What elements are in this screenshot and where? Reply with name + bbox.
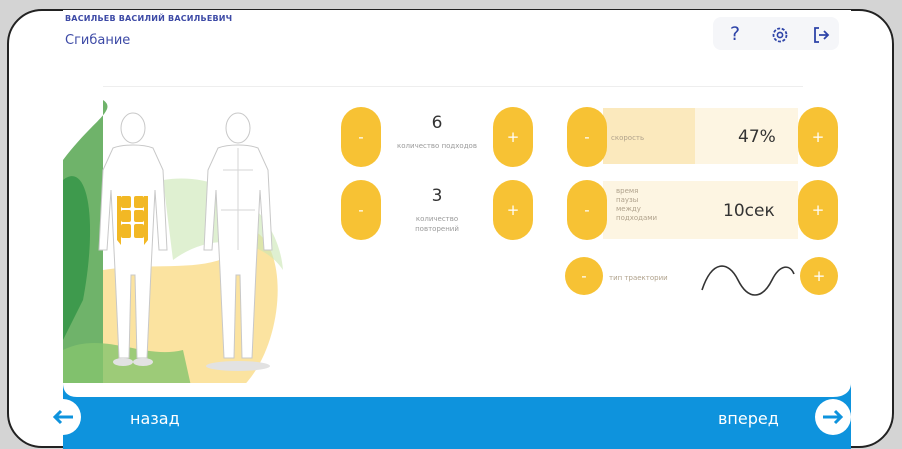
back-button[interactable]: назад	[130, 409, 180, 428]
settings-button[interactable]	[768, 23, 792, 47]
sets-plus-button[interactable]: +	[493, 107, 533, 167]
pause-minus-button[interactable]: -	[567, 180, 607, 240]
reps-value: 3	[431, 186, 443, 206]
reps-plus-button[interactable]: +	[493, 180, 533, 240]
bottom-nav-bar: назад вперед	[45, 383, 851, 449]
sine-wave-icon	[701, 265, 795, 296]
forward-button[interactable]: вперед	[718, 409, 779, 428]
speed-label: скорость	[611, 134, 645, 142]
gear-icon	[772, 27, 788, 43]
app-screen: ВАСИЛЬЕВ ВАСИЛИЙ ВАСИЛЬЕВИЧ Сгибание ?	[63, 10, 851, 449]
pause-label: время паузы между подходами	[616, 187, 658, 222]
speed-level-fill	[603, 108, 695, 164]
pause-value: 10сек	[723, 201, 775, 221]
forward-arrow-button[interactable]	[815, 399, 851, 435]
help-button[interactable]: ?	[723, 23, 747, 47]
arrow-left-icon	[52, 409, 73, 425]
muscle-figures-illustration	[63, 100, 283, 395]
top-toolbar: ?	[713, 17, 839, 50]
reps-minus-button[interactable]: -	[341, 180, 381, 240]
trajectory-label: тип траектории	[609, 274, 668, 282]
front-body-figure	[98, 112, 168, 366]
reps-label: количество повторений	[415, 215, 459, 233]
sets-minus-button[interactable]: -	[341, 107, 381, 167]
trajectory-minus-button[interactable]: -	[565, 257, 603, 295]
abs-highlight	[117, 196, 148, 245]
speed-minus-button[interactable]: -	[567, 107, 607, 167]
back-body-figure	[203, 112, 273, 371]
exercise-title: Сгибание	[65, 33, 131, 48]
pause-panel	[603, 181, 798, 239]
question-icon: ?	[729, 23, 741, 45]
logout-icon	[814, 27, 830, 43]
speed-plus-button[interactable]: +	[798, 107, 838, 167]
arrow-right-icon	[823, 409, 844, 425]
speed-value: 47%	[738, 127, 776, 147]
patient-name: ВАСИЛЬЕВ ВАСИЛИЙ ВАСИЛЬЕВИЧ	[65, 14, 233, 23]
pause-plus-button[interactable]: +	[798, 180, 838, 240]
logout-button[interactable]	[809, 23, 833, 47]
back-arrow-button[interactable]	[45, 399, 81, 435]
trajectory-plus-button[interactable]: +	[800, 257, 838, 295]
sets-label: количество подходов	[397, 142, 477, 150]
sets-value: 6	[431, 113, 443, 133]
nav-curve	[63, 383, 851, 397]
divider	[103, 86, 803, 87]
